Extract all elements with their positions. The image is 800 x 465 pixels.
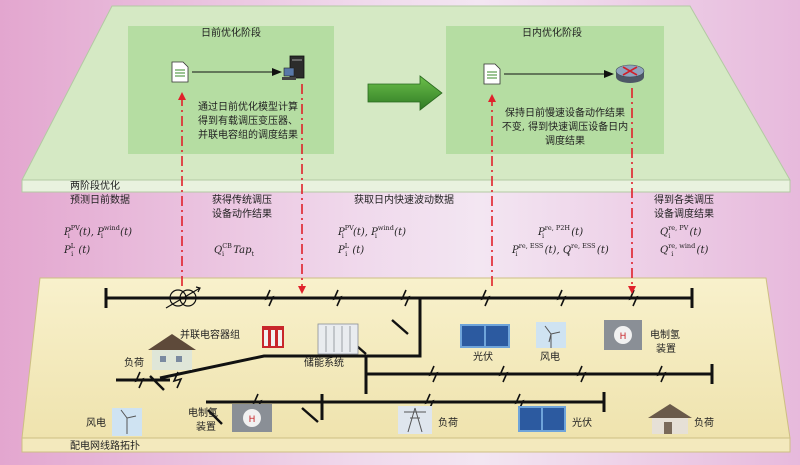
flow-arrows — [178, 84, 636, 294]
capacitor-label: 并联电容器组 — [180, 328, 240, 341]
wind-turbine-icon — [112, 408, 142, 436]
pv-top-label: 光伏 — [473, 350, 493, 363]
switch-cross-marks — [149, 319, 409, 425]
document-icon — [171, 61, 189, 83]
forecast-title: 预测日前数据 — [70, 193, 130, 206]
document-icon — [483, 63, 501, 85]
day-ahead-text-1: 通过日前优化模型计算 — [198, 100, 298, 113]
p2h-bottom-label-2: 装置 — [196, 420, 216, 433]
p2h-right-label-1: 电制氢 — [650, 328, 680, 341]
day-ahead-title: 日前优化阶段 — [201, 26, 261, 39]
p2h-right-label-2: 装置 — [656, 342, 676, 355]
stage-transition-arrow — [367, 75, 443, 111]
storage-icon — [317, 323, 359, 355]
traditional-title-2: 设备动作结果 — [212, 207, 272, 220]
intraday-text-1: 保持日前慢速设备动作结果 — [505, 106, 625, 119]
hydrogen-device-icon: H — [232, 404, 272, 432]
day-ahead-text-3: 并联电容组的调度结果 — [198, 128, 298, 141]
storage-label: 储能系统 — [304, 356, 344, 369]
load-right-label: 负荷 — [694, 416, 714, 429]
transmission-tower-icon — [398, 406, 432, 434]
svg-text:H: H — [620, 332, 627, 342]
hydrogen-device-icon: H — [604, 320, 642, 350]
solar-panel-icon — [518, 406, 566, 432]
traditional-title-1: 获得传统调压 — [212, 193, 272, 206]
topology-label: 配电网线路拓扑 — [70, 439, 140, 452]
topology-panel: 配电网线路拓扑 — [21, 277, 791, 453]
computer-icon — [282, 55, 305, 80]
intraday-stage-box: 日内优化阶段 保持日前慢速设备动作结果 不变, 得到快速调压设备日内 调度结果 — [446, 26, 664, 154]
day-ahead-stage-box: 日前优化阶段 通过日前优化模型计算 得到有载调压变压器、 并联电容组的调度结果 — [128, 26, 334, 154]
router-icon — [615, 64, 645, 83]
capacitor-bank-icon — [262, 326, 284, 348]
p2h-bottom-label-1: 电制氢 — [188, 406, 218, 419]
solar-panel-icon — [460, 324, 510, 348]
pv-bottom-label: 光伏 — [572, 416, 592, 429]
intraday-data-title: 获取日内快速波动数据 — [354, 193, 454, 206]
day-ahead-text-2: 得到有载调压变压器、 — [198, 114, 298, 127]
wind-bottom-label: 风电 — [86, 416, 106, 429]
intraday-text-2: 不变, 得到快速调压设备日内 — [502, 120, 628, 133]
load-mid-label: 负荷 — [438, 416, 458, 429]
transformer-icon — [165, 286, 201, 309]
result-title-1: 得到各类调压 — [654, 193, 714, 206]
house-icon — [148, 334, 196, 370]
load-left-label: 负荷 — [124, 356, 144, 369]
feeder-lines — [104, 288, 714, 420]
intraday-title: 日内优化阶段 — [522, 26, 582, 39]
wind-turbine-icon — [536, 322, 566, 348]
two-stage-label: 两阶段优化 — [70, 179, 120, 192]
house-icon — [648, 404, 692, 434]
wind-top-label: 风电 — [540, 350, 560, 363]
result-title-2: 设备调度结果 — [654, 207, 714, 220]
svg-text:H: H — [249, 415, 256, 425]
intraday-text-3: 调度结果 — [545, 134, 585, 147]
